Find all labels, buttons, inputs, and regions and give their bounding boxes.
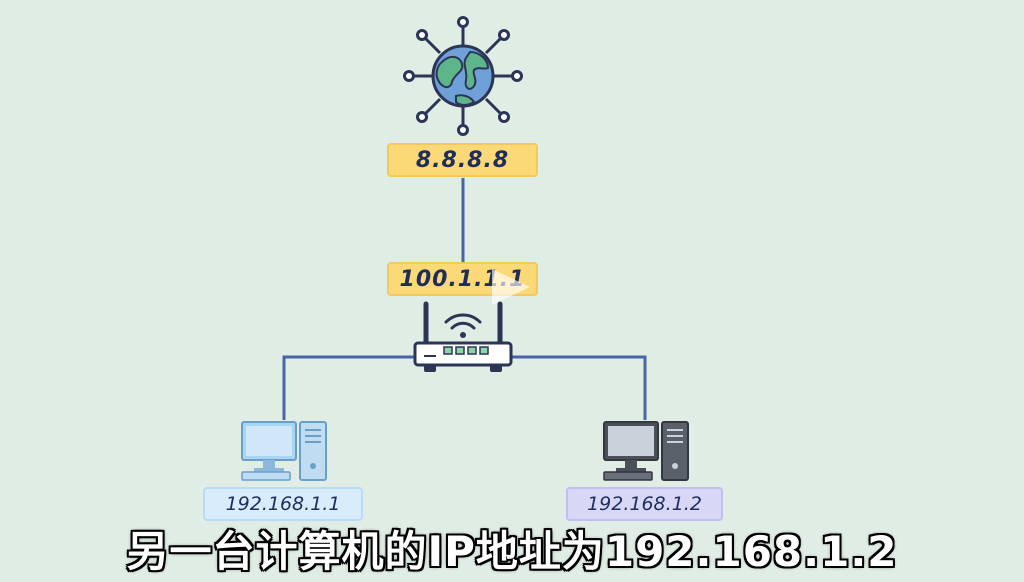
wire-router-pc1 (282, 355, 418, 420)
internet-ip-label: 8.8.8.8 (387, 143, 538, 177)
pc2-ip-label: 192.168.1.2 (566, 487, 723, 521)
globe-network-icon (403, 16, 523, 136)
desktop-computer-icon (241, 421, 327, 481)
play-icon[interactable] (486, 265, 534, 309)
wire-router-pc2 (508, 355, 647, 420)
pc1-ip-label: 192.168.1.1 (203, 487, 363, 521)
desktop-computer-icon (603, 421, 689, 481)
subtitle-caption: 另一台计算机的IP地址为192.168.1.2 (126, 526, 898, 576)
wifi-router-icon (413, 301, 513, 372)
